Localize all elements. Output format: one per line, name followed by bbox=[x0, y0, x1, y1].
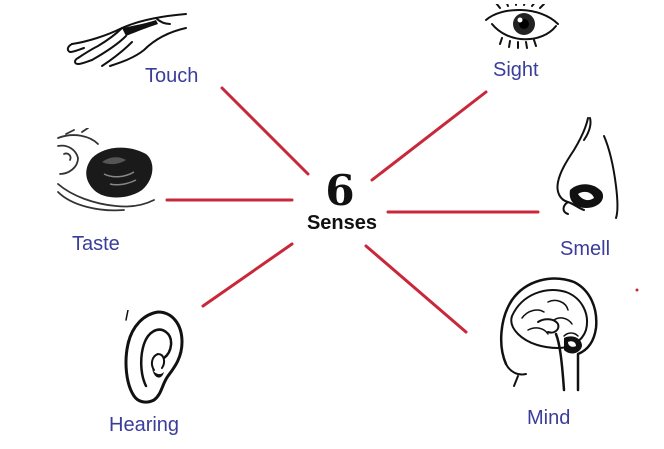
connector-hearing bbox=[201, 242, 294, 308]
connector-sight bbox=[370, 90, 488, 182]
label-smell: Smell bbox=[560, 238, 611, 260]
eye-icon bbox=[485, 4, 559, 49]
hand-icon bbox=[66, 13, 187, 67]
brain-icon bbox=[500, 277, 598, 392]
label-touch: Touch bbox=[145, 65, 199, 87]
connector-touch bbox=[220, 86, 310, 176]
ear-icon bbox=[124, 310, 184, 404]
center-number: 6 bbox=[325, 166, 355, 215]
stray-dot bbox=[635, 288, 639, 292]
label-sight: Sight bbox=[493, 59, 539, 81]
label-hearing: Hearing bbox=[109, 414, 180, 436]
center-title: Senses bbox=[306, 212, 378, 234]
mouth-food-icon bbox=[57, 128, 155, 212]
connector-mind bbox=[364, 244, 468, 334]
label-mind: Mind bbox=[527, 407, 571, 429]
label-taste: Taste bbox=[72, 233, 120, 255]
nose-icon bbox=[556, 117, 619, 219]
